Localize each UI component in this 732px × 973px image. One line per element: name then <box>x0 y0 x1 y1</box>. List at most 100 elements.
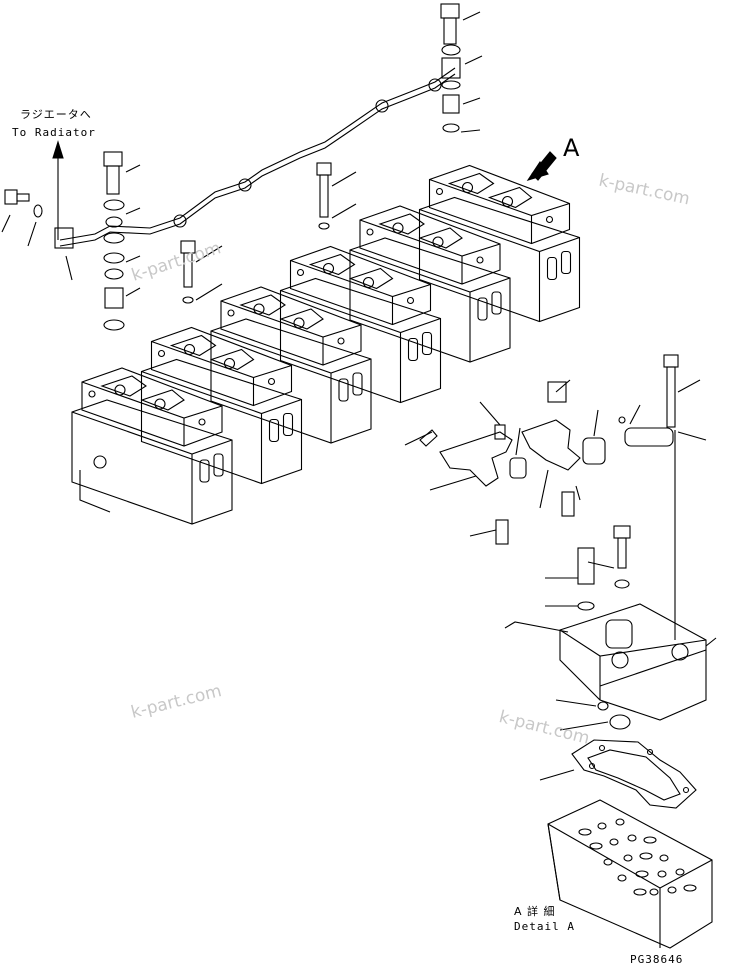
head-hole <box>615 818 625 826</box>
head-outline <box>359 205 501 285</box>
head-outline <box>418 196 581 323</box>
head-outline <box>348 267 394 290</box>
head-outline <box>140 358 303 485</box>
head-hole <box>623 854 633 862</box>
head-outline <box>308 253 356 276</box>
cylinder-head <box>418 164 581 323</box>
port <box>421 331 433 356</box>
gasket <box>539 739 697 809</box>
head-outline <box>428 164 571 245</box>
rocker-pivot <box>461 181 474 194</box>
head-outline <box>220 286 362 366</box>
port <box>199 459 210 483</box>
head-hole <box>657 870 667 878</box>
detail-label-en: Detail A <box>514 920 575 933</box>
bolt-hole <box>227 309 235 317</box>
radiator-label-jp: ラジエータへ <box>20 108 92 121</box>
bolt-hole <box>157 349 166 358</box>
bolt-hole <box>198 418 206 426</box>
detail-label-jp: A 詳 細 <box>514 905 556 918</box>
rocker-pivot <box>322 262 335 275</box>
bolt-hole <box>366 228 374 236</box>
radiator-label-en: To Radiator <box>12 126 96 139</box>
rocker-pivot <box>432 236 444 248</box>
port <box>491 291 502 315</box>
bolt-hole <box>406 296 415 305</box>
head-hole <box>589 842 603 850</box>
head-outline <box>150 326 293 407</box>
head-hole <box>603 858 613 866</box>
head-outline <box>169 334 217 357</box>
bolt-hole <box>435 187 444 196</box>
cylinder-head-detail <box>547 799 713 949</box>
rocker-pivot <box>362 276 375 289</box>
port <box>338 378 349 402</box>
rocker-arm-assembly <box>404 354 707 545</box>
head-hole <box>635 870 649 878</box>
cylinder-head <box>279 245 442 404</box>
bolt-hole <box>88 390 96 398</box>
head-hole <box>597 822 607 830</box>
head-outline <box>289 245 432 326</box>
head-hole <box>627 834 637 842</box>
rocker-pivot <box>501 195 514 208</box>
head-outline <box>349 237 511 363</box>
head-hole <box>659 854 669 862</box>
head-hole <box>683 884 697 892</box>
port <box>407 337 419 362</box>
head-outline <box>418 227 463 249</box>
cylinder-head <box>210 286 372 444</box>
bolt-hole <box>296 268 305 277</box>
rocker-pivot <box>253 303 265 315</box>
head-outline <box>210 318 372 444</box>
head-outline <box>209 348 255 371</box>
rocker-pivot <box>114 384 126 396</box>
head-outline <box>279 277 442 404</box>
rocker-pivot <box>223 357 236 370</box>
head-outline <box>100 375 147 397</box>
head-hole <box>617 874 627 882</box>
head-hole <box>675 868 685 876</box>
head-outline <box>378 213 425 235</box>
head-outline <box>140 389 185 411</box>
banjo-bolt-left <box>1 189 73 281</box>
cylinder-head <box>349 205 511 363</box>
head-hole <box>643 836 657 844</box>
port <box>477 297 488 321</box>
view-letter-a: A <box>563 134 581 162</box>
rocker-housing <box>504 430 717 731</box>
bolt-hole <box>267 377 276 386</box>
head-outline <box>81 367 223 447</box>
head-hole <box>578 828 592 836</box>
rocker-pivot <box>392 222 404 234</box>
port <box>282 412 294 437</box>
front-hole <box>93 455 107 469</box>
head-outline <box>279 308 324 330</box>
cylinder-head <box>140 326 303 485</box>
front-edge <box>79 470 111 513</box>
port <box>560 250 572 275</box>
radiator-tube <box>52 67 456 249</box>
head-front-details <box>79 455 111 513</box>
head-outline <box>71 399 233 525</box>
view-a-arrow <box>526 151 557 181</box>
head-hole <box>609 838 619 846</box>
head-outline <box>239 294 286 316</box>
rocker-pivot <box>183 343 196 356</box>
cylinder-head-bank <box>71 164 581 525</box>
figure-code: PG38646 <box>630 953 684 966</box>
port <box>352 372 363 396</box>
head-outline <box>429 178 570 217</box>
head-hole <box>639 852 653 860</box>
head-outline <box>487 186 533 209</box>
head-outline <box>71 411 233 455</box>
port <box>213 453 224 477</box>
head-hole <box>667 886 677 894</box>
cylinder-head <box>71 367 233 525</box>
bolt-stack-left <box>103 151 141 331</box>
port <box>546 256 558 281</box>
bolt-stack-right <box>440 3 483 133</box>
port <box>268 418 280 443</box>
bolt-hole <box>337 337 345 345</box>
